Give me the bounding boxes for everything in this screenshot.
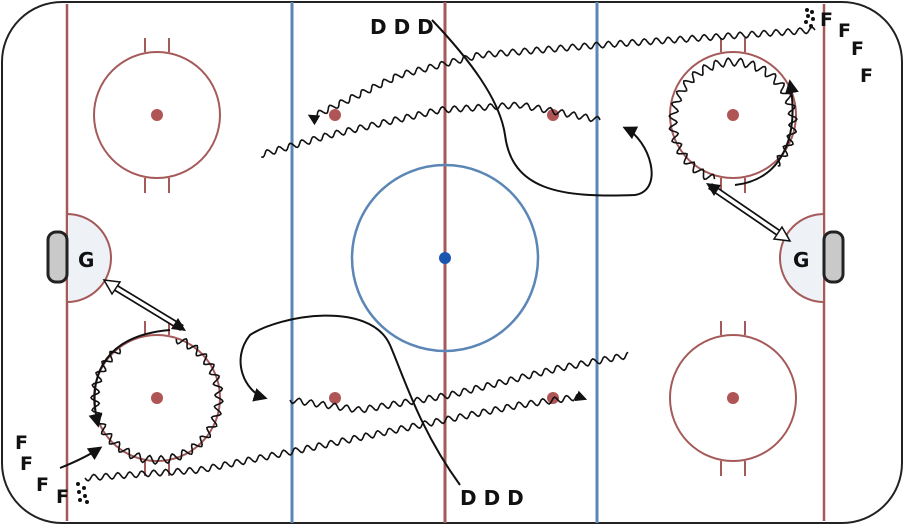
forward-loop-top-right (668, 57, 798, 181)
center-dot (439, 252, 451, 264)
forward-label: F (20, 453, 33, 475)
forward-arc-top-right (734, 79, 799, 186)
forward-arc-bottom-left (88, 329, 171, 428)
defense-path-top (431, 19, 653, 197)
pass-arrow-right (706, 183, 792, 242)
left-goal: G (46, 212, 112, 304)
forward-start-arrow (59, 446, 103, 469)
forward-label: F (820, 9, 833, 31)
forward-label: F (36, 474, 49, 496)
forward-skate-bottom-return (289, 351, 629, 414)
skating-paths (59, 26, 816, 482)
faceoff-circle-bottom-right (669, 321, 797, 476)
neutral-dot-top-right (547, 109, 559, 121)
forward-label: F (851, 38, 864, 60)
defense-label-bottom: D D D (460, 486, 524, 510)
forward-loop-bottom-left (89, 338, 224, 466)
left-crease (66, 212, 112, 304)
faceoff-circle-top-left (93, 38, 221, 193)
forward-skate-bottom-long (84, 390, 588, 482)
forwards-bottom-left: F F F F (15, 432, 69, 508)
left-net (46, 230, 69, 284)
pass-arrow-left (102, 279, 186, 331)
defense-path-bottom (239, 314, 461, 486)
neutral-dot-bottom-left (329, 392, 341, 404)
center-circle (350, 163, 540, 353)
forward-skate-top-return (261, 101, 601, 159)
puck-pile-top-right (804, 8, 815, 28)
puck-pile-bottom-left (76, 482, 89, 504)
neutral-dot-top-left (329, 109, 341, 121)
forward-label: F (860, 65, 873, 87)
forward-skate-top-long (307, 26, 816, 126)
right-crease (779, 212, 825, 304)
left-goalie-label: G (78, 248, 94, 272)
right-goal: G (779, 212, 845, 304)
defense-label-top: D D D (370, 15, 434, 39)
right-net (822, 230, 845, 284)
forward-label: F (15, 432, 28, 454)
forward-label: F (838, 20, 851, 42)
forward-label: F (56, 486, 69, 508)
right-goalie-label: G (793, 248, 809, 272)
forwards-top-right: F F F F (820, 9, 873, 87)
